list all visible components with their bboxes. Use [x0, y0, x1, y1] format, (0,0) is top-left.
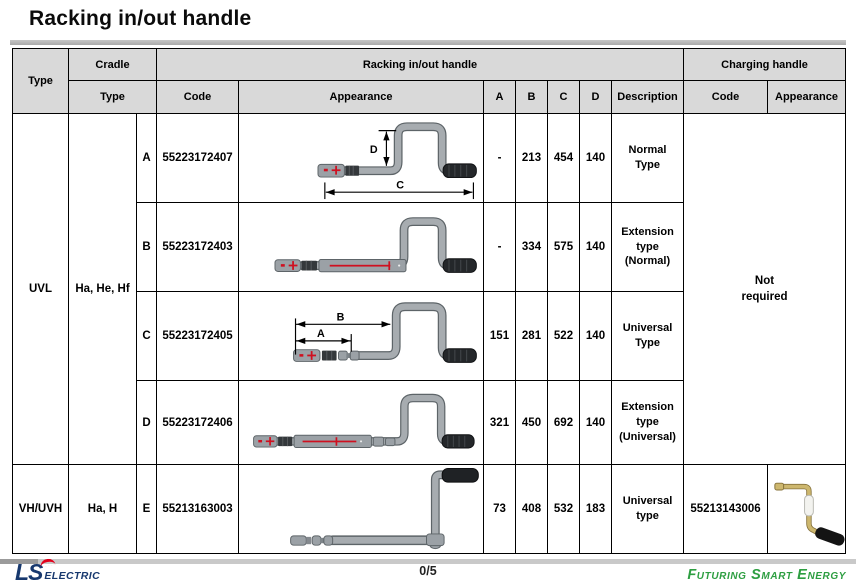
- handle-diagram-normal: D C: [317, 121, 477, 199]
- footer-divider: [0, 559, 856, 564]
- cell-code: 55223172405: [156, 291, 239, 381]
- cell-type-vhuvh: VH/UVH: [12, 464, 69, 554]
- cell-letter: D: [136, 380, 157, 465]
- cell-letter: B: [136, 202, 157, 292]
- cell-appearance: B A: [238, 291, 484, 381]
- handle-diagram-universal: B A: [292, 301, 477, 363]
- header-appearance: Appearance: [238, 80, 484, 114]
- cell-letter: A: [136, 113, 157, 203]
- cell-description: Extension type (Normal): [610, 202, 685, 292]
- header-code: Code: [156, 80, 239, 114]
- cell-letter: E: [136, 464, 157, 554]
- cell-c: 575: [547, 202, 580, 292]
- cell-charging-code: 55213143006: [683, 464, 769, 554]
- header-cradle-type: Type: [68, 80, 157, 114]
- cell-d: 140: [579, 291, 612, 381]
- cell-a: -: [483, 202, 516, 292]
- handle-diagram-extension-universal: [252, 393, 475, 448]
- cell-c: 454: [547, 113, 580, 203]
- header-dim-d: D: [579, 80, 612, 114]
- cell-code: 55223172403: [156, 202, 239, 292]
- header-charging-group: Charging handle: [683, 48, 847, 81]
- cell-code: 55223172406: [156, 380, 239, 465]
- ls-logo-text: LS: [15, 557, 56, 585]
- cell-description: Normal Type: [610, 113, 685, 203]
- ls-logo-sub: ELECTRIC: [44, 570, 101, 582]
- table-row: VH/UVH Ha, H E 55213163003: [12, 464, 847, 554]
- cell-d: 183: [579, 464, 612, 554]
- dim-label-a: A: [317, 327, 325, 339]
- header-description: Description: [610, 80, 685, 114]
- cell-appearance: [238, 202, 484, 292]
- cell-a: 73: [483, 464, 516, 554]
- footer-divider-accent: [0, 559, 38, 564]
- cell-code: 55213163003: [156, 464, 239, 554]
- cell-c: 692: [547, 380, 580, 465]
- cell-appearance: [238, 464, 484, 554]
- cell-b: 450: [515, 380, 548, 465]
- cell-appearance: [238, 380, 484, 465]
- table-row: UVL Ha, He, Hf A 55223172407: [12, 113, 847, 465]
- cell-b: 213: [515, 113, 548, 203]
- cell-b: 408: [515, 464, 548, 554]
- cell-cradle-vhuvh: Ha, H: [68, 464, 137, 554]
- header-row-groups: Type Cradle Racking in/out handle Chargi…: [12, 48, 847, 114]
- ls-logo-main: LS: [15, 559, 43, 585]
- spec-table: Type Cradle Racking in/out handle Chargi…: [12, 48, 847, 554]
- cell-charging-appearance: [767, 464, 847, 554]
- cell-a: 151: [483, 291, 516, 381]
- cell-c: 522: [547, 291, 580, 381]
- charging-handle-photo: [773, 482, 845, 546]
- header-dim-b: B: [515, 80, 548, 114]
- cell-description: Universal Type: [610, 291, 685, 381]
- cell-type-uvl: UVL: [12, 113, 69, 465]
- cell-letter: C: [136, 291, 157, 381]
- title-divider: [10, 40, 846, 45]
- table-row: D 55223172406: [13, 380, 846, 465]
- cell-code: 55223172407: [156, 113, 239, 203]
- cell-charging-note: Not required: [683, 113, 847, 465]
- table-row: B 55223172403: [13, 202, 846, 292]
- header-racking-group: Racking in/out handle: [155, 48, 685, 81]
- futuring-smart-energy-logo: Futuring Smart Energy: [687, 567, 846, 583]
- cell-d: 140: [579, 113, 612, 203]
- page-number: 0/5: [419, 564, 437, 578]
- page-title: Racking in/out handle: [29, 7, 252, 30]
- header-type: Type: [12, 48, 69, 114]
- cell-d: 140: [579, 380, 612, 465]
- header-cradle-group: Cradle: [68, 48, 157, 81]
- cell-description: Extension type (Universal): [610, 380, 685, 465]
- cell-b: 281: [515, 291, 548, 381]
- cell-c: 532: [547, 464, 580, 554]
- cell-appearance: D C: [238, 113, 484, 203]
- header-dim-a: A: [483, 80, 516, 114]
- header-charging-code: Code: [683, 80, 769, 114]
- dim-label-d: D: [369, 144, 377, 156]
- cell-cradle-uvl: Ha, He, Hf: [68, 113, 137, 465]
- header-dim-c: C: [547, 80, 580, 114]
- header-charging-appearance: Appearance: [767, 80, 847, 114]
- cell-description: Universal type: [610, 464, 685, 554]
- cell-a: 321: [483, 380, 516, 465]
- dim-label-b: B: [336, 311, 344, 323]
- dim-label-c: C: [396, 179, 404, 191]
- handle-diagram-extension-normal: [273, 216, 477, 273]
- header-row-columns: Type Code Appearance A B C D Description…: [13, 80, 847, 114]
- handle-diagram-l-shape: [289, 467, 479, 549]
- cell-b: 334: [515, 202, 548, 292]
- ls-electric-logo: LS ELECTRIC: [15, 557, 101, 585]
- cell-a: -: [483, 113, 516, 203]
- cell-d: 140: [579, 202, 612, 292]
